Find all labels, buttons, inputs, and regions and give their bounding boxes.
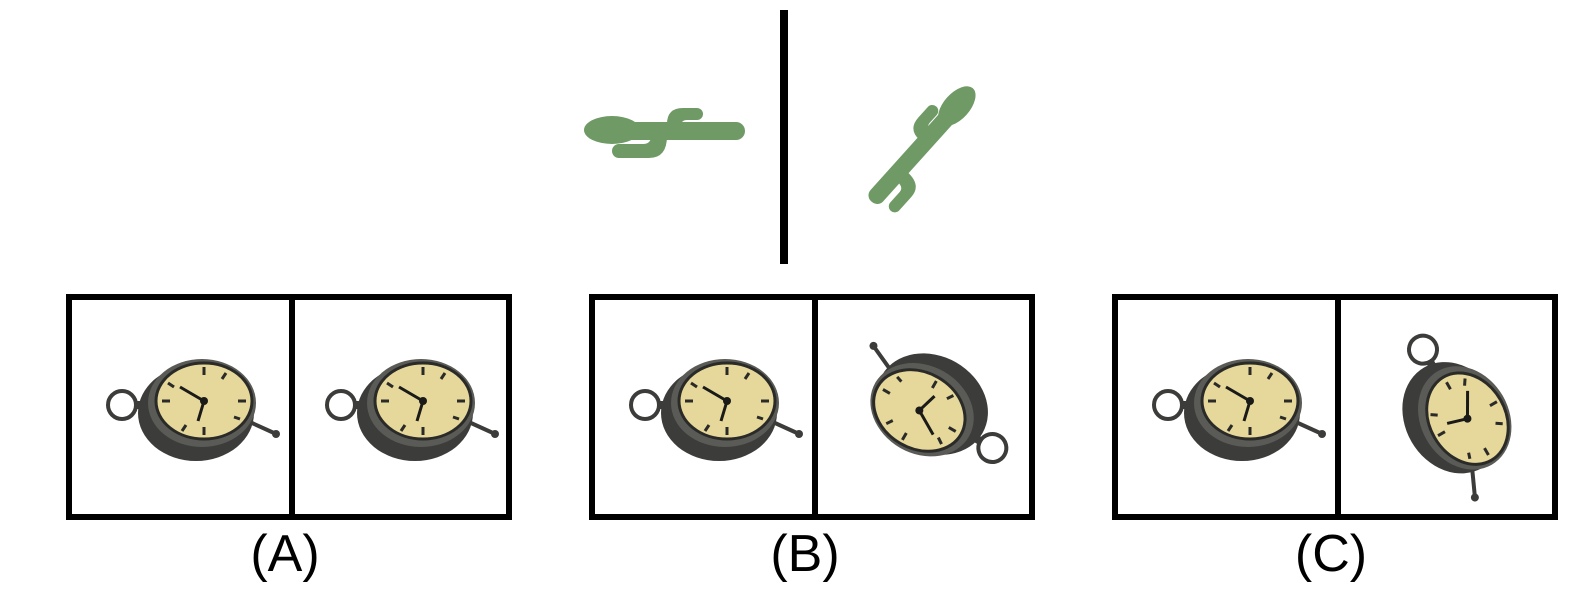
option-b-left-cell [595, 300, 812, 514]
cell-divider [289, 300, 295, 514]
alarm-clock-icon [106, 357, 282, 463]
option-a-left-cell [72, 300, 289, 514]
alarm-clock-icon [1152, 357, 1328, 463]
alarm-clock-icon [1365, 312, 1544, 514]
example-pair [560, 10, 1000, 264]
option-a-label: (A) [250, 525, 320, 583]
option-b[interactable] [589, 294, 1035, 520]
option-c-label: (C) [1294, 525, 1368, 583]
alarm-clock-icon [830, 318, 1035, 497]
cell-divider [812, 300, 818, 514]
option-a-right-cell [295, 300, 512, 514]
alarm-clock-icon [325, 357, 501, 463]
option-a[interactable] [66, 294, 512, 520]
option-b-right-cell [818, 300, 1035, 514]
option-b-label: (B) [770, 525, 840, 583]
option-c-left-cell [1118, 300, 1335, 514]
alarm-clock-icon [629, 357, 805, 463]
divider [780, 10, 788, 264]
option-c-right-cell [1341, 300, 1558, 514]
cell-divider [1335, 300, 1341, 514]
cactus-icon [584, 108, 745, 158]
cactus-icon [868, 86, 976, 213]
option-c[interactable] [1112, 294, 1558, 520]
